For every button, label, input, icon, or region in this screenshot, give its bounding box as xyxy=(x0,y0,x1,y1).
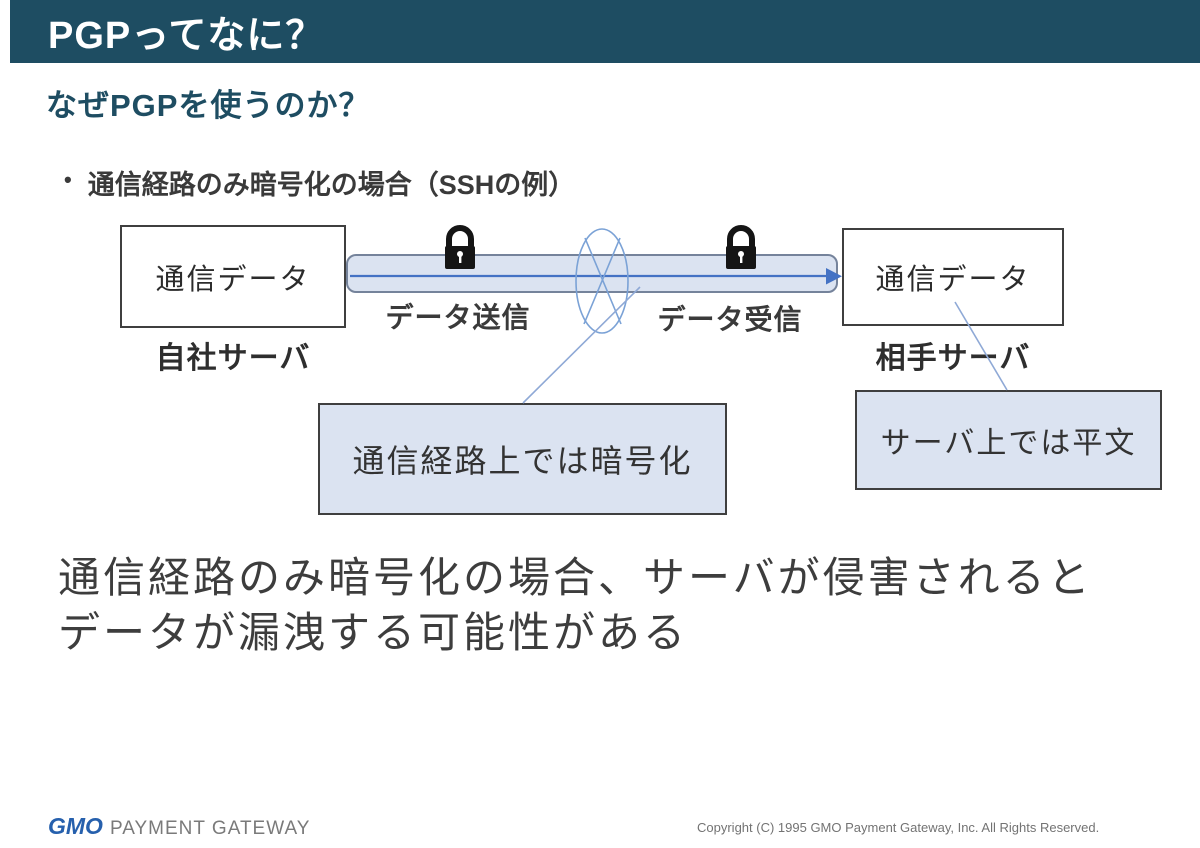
transmission-pipe xyxy=(346,254,838,293)
gmo-logo-icon: GMO xyxy=(48,813,103,839)
bullet-text: 通信経路のみ暗号化の場合（SSHの例） xyxy=(87,170,576,200)
conclusion-text: 通信経路のみ暗号化の場合、サーバが侵害されると データが漏洩する可能性がある xyxy=(58,550,1093,660)
page-title: PGPってなに？ xyxy=(48,15,325,57)
left-server-box: 通信データ xyxy=(120,225,346,328)
right-server-label: 相手サーバ xyxy=(875,342,1031,375)
company-logo: GMO PAYMENT GATEWAY xyxy=(48,813,310,840)
bullet-item: • 通信経路のみ暗号化の場合（SSHの例） xyxy=(64,163,575,202)
conclusion-line-1: 通信経路のみ暗号化の場合、サーバが侵害されると xyxy=(58,554,1093,601)
callout-plaintext-server: サーバ上では平文 xyxy=(855,390,1162,490)
callout-encrypted-path: 通信経路上では暗号化 xyxy=(318,403,727,515)
right-server-box: 通信データ xyxy=(842,228,1064,326)
receive-label: データ受信 xyxy=(657,304,803,335)
copyright-text: Copyright (C) 1995 GMO Payment Gateway, … xyxy=(697,820,1100,835)
bullet-icon: • xyxy=(64,167,72,192)
left-server-label: 自社サーバ xyxy=(155,342,311,375)
title-bar: PGPってなに？ xyxy=(10,0,1200,63)
section-heading: なぜPGPを使うのか？ xyxy=(46,88,371,123)
send-label: データ送信 xyxy=(385,302,531,333)
conclusion-line-2: データが漏洩する可能性がある xyxy=(58,609,689,656)
logo-wordmark: PAYMENT GATEWAY xyxy=(109,818,311,839)
